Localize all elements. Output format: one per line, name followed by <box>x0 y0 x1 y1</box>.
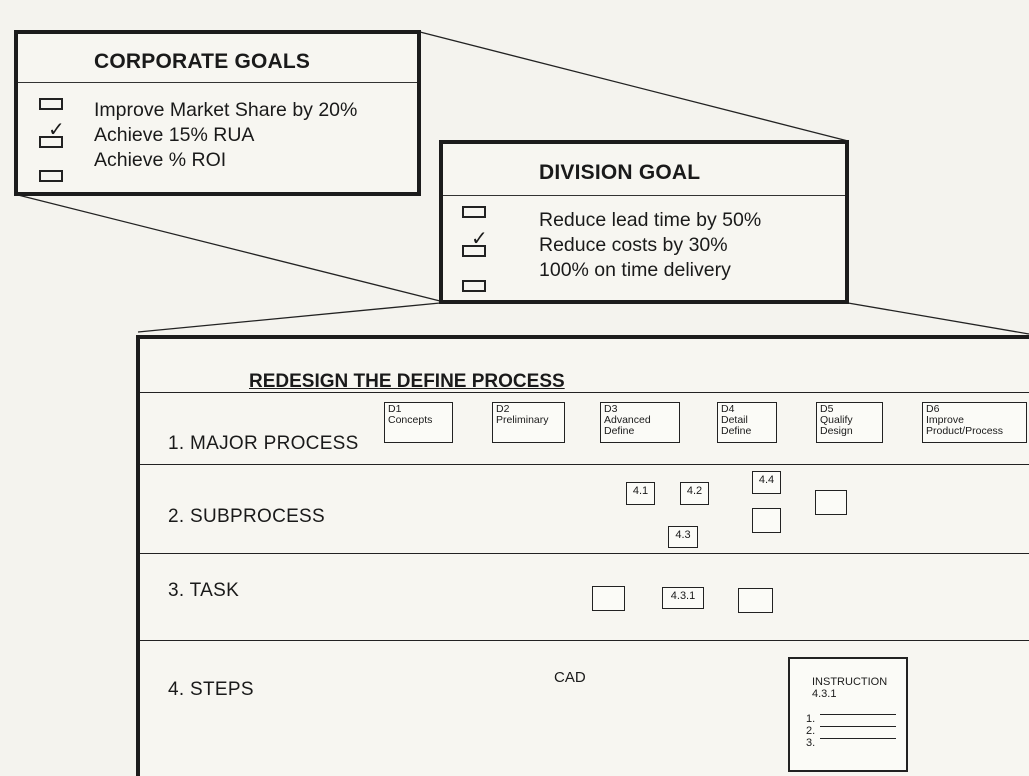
level-subprocess: 2. SUBPROCESS <box>168 506 326 527</box>
subprocess-box-4-2: 4.2 <box>680 482 709 505</box>
corporate-goal-1: Improve Market Share by 20% <box>94 99 358 121</box>
instruction-id: 4.3.1 <box>812 688 837 700</box>
level-steps: 4. STEPS <box>168 679 254 700</box>
division-goal-3: 100% on time delivery <box>539 259 731 281</box>
subprocess-box-4-4: 4.4 <box>752 471 781 494</box>
checkmark-icon: ✓ <box>48 119 65 141</box>
corporate-goals-panel: CORPORATE GOALS ✓ Improve Market Share b… <box>14 30 421 196</box>
goal-checkbox <box>39 170 63 182</box>
division-goal-2: Reduce costs by 30% <box>539 234 728 256</box>
instruction-sheet: INSTRUCTION 4.3.1 1. 2. 3. <box>788 657 908 772</box>
task-box-start <box>592 586 625 611</box>
division-goal-title: DIVISION GOAL <box>539 161 701 184</box>
instruction-title: INSTRUCTION <box>812 676 888 688</box>
corporate-goals-title: CORPORATE GOALS <box>94 50 311 73</box>
instruction-item-1: 1. <box>806 713 816 725</box>
subprocess-box-4-1: 4.1 <box>626 482 655 505</box>
task-box-4-3-1: 4.3.1 <box>662 587 704 609</box>
subprocess-box-4-3: 4.3 <box>668 526 698 548</box>
goal-checkbox <box>462 280 486 292</box>
goal-checkbox-checked <box>462 245 486 257</box>
corporate-goal-3: Achieve % ROI <box>94 149 227 171</box>
subprocess-box-blank <box>752 508 781 533</box>
instruction-item-3: 3. <box>806 737 816 749</box>
cad-label: CAD <box>554 669 586 686</box>
corporate-goal-2: Achieve 15% RUA <box>94 124 255 146</box>
goal-checkbox-checked <box>39 136 63 148</box>
division-goal-1: Reduce lead time by 50% <box>539 209 762 231</box>
goal-checkbox <box>462 206 486 218</box>
task-box-end <box>738 588 773 613</box>
checkmark-icon: ✓ <box>471 228 488 250</box>
subprocess-box-end <box>815 490 847 515</box>
redesign-title: REDESIGN THE DEFINE PROCESS <box>249 371 565 392</box>
level-task: 3. TASK <box>168 580 240 601</box>
goal-checkbox <box>39 98 63 110</box>
instruction-item-2: 2. <box>806 725 816 737</box>
level-major-process: 1. MAJOR PROCESS <box>168 433 359 454</box>
division-goal-panel: DIVISION GOAL ✓ Reduce lead time by 50% … <box>439 140 849 304</box>
